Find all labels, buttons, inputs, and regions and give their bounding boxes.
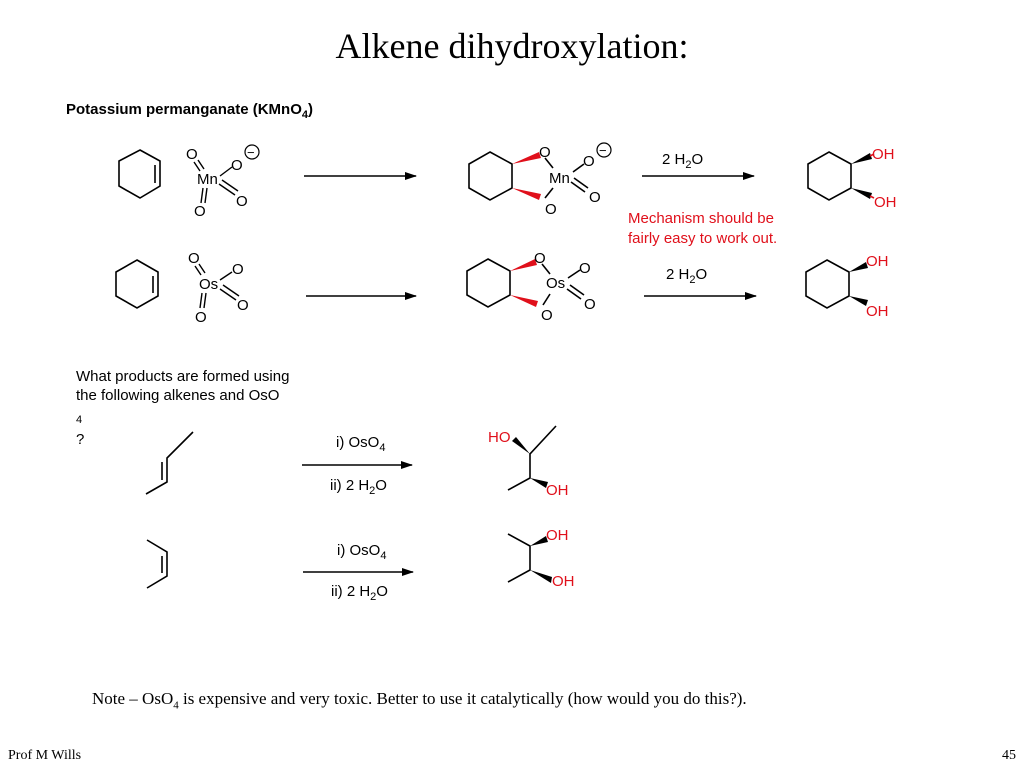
slide-title: Alkene dihydroxylation: — [335, 26, 689, 66]
water-reagent-2: 2 H2O — [666, 266, 707, 286]
question: What products are formed using the follo… — [76, 367, 406, 449]
footer-author: Prof M Wills — [8, 748, 82, 763]
heading-sub: 4 — [301, 109, 309, 121]
syn-oh-bottom: OH — [552, 573, 575, 590]
oso4-o-top: O — [188, 250, 200, 267]
oso4-o-right: O — [232, 261, 244, 278]
water2-sub: 2 — [689, 274, 695, 286]
note-sub: 4 — [173, 699, 179, 712]
cyclohexene-2 — [115, 259, 159, 309]
mno4-o-lower-right: O — [236, 193, 248, 210]
mno4-o-bottom: O — [194, 203, 206, 220]
anti-diol-product: HO OH — [488, 425, 569, 499]
anti-ho: HO — [488, 429, 511, 446]
ester1-o-bottom: O — [545, 201, 557, 218]
ester2-o-right: O — [579, 260, 591, 277]
diol2-oh-top: OH — [866, 253, 889, 270]
question-line2: the following alkenes and OsO 4? — [76, 386, 406, 449]
svg-text:2 H2O: 2 H2O — [666, 266, 707, 286]
mno4-mn: Mn — [197, 171, 218, 188]
cond4-step1-pre: i) OsO — [337, 542, 380, 559]
question-line1: What products are formed using — [76, 368, 290, 385]
question-line2-text: the following alkenes and OsO — [76, 387, 280, 404]
mno4-charge: − — [247, 145, 255, 160]
negative-charge-icon — [244, 144, 260, 160]
oso4-o-bottom: O — [195, 309, 207, 326]
cond4-step2-sub: 2 — [370, 591, 376, 603]
cond3-step2-sub: 2 — [369, 485, 375, 497]
mno4-o-right: O — [231, 157, 243, 174]
toxicity-note: Note – OsO4 is expensive and very toxic.… — [92, 688, 747, 716]
mechanism-note-line2: fairly easy to work out. — [628, 230, 778, 247]
ester1-o-right: O — [583, 153, 595, 170]
syn-oh-top: OH — [546, 527, 569, 544]
conditions-4: i) OsO4 ii) 2 H2O — [331, 542, 388, 603]
oso4-o-lower-right: O — [237, 297, 249, 314]
ester1-charge: − — [599, 143, 607, 158]
anti-oh: OH — [546, 482, 569, 499]
mechanism-note-line1: Mechanism should be — [628, 210, 774, 227]
ester1-o-top: O — [539, 144, 551, 161]
cyclohexene-1 — [118, 149, 161, 199]
diol1-oh-bottom: OH — [874, 194, 897, 211]
page-number: 45 — [1002, 748, 1016, 763]
svg-text:i) OsO4: i) OsO4 — [336, 434, 385, 454]
cond3-step2-post: O — [375, 477, 387, 494]
water2-pre: 2 H — [666, 266, 689, 283]
water1-pre: 2 H — [662, 151, 685, 168]
syn-diol-product: OH OH — [507, 527, 575, 590]
note-pre: Note – OsO — [92, 689, 174, 708]
heading-text: Potassium permanganate (KMnO — [66, 101, 302, 118]
svg-text:2 H2O: 2 H2O — [662, 151, 703, 171]
trans-2-butene — [145, 431, 194, 495]
osmate-ester: O Os O O O — [466, 250, 596, 324]
negative-charge-icon — [596, 142, 612, 158]
water1-post: O — [691, 151, 703, 168]
cis-diol-1: OH OH — [807, 146, 897, 211]
svg-text:ii) 2 H2O: ii) 2 H2O — [330, 477, 387, 497]
water1-sub: 2 — [685, 159, 691, 171]
svg-text:ii) 2 H2O: ii) 2 H2O — [331, 583, 388, 603]
cond3-step1-sub: 4 — [379, 442, 385, 454]
cond4-step1-sub: 4 — [380, 550, 386, 562]
svg-text:i) OsO4: i) OsO4 — [337, 542, 386, 562]
cond3-step2-pre: ii) 2 H — [330, 477, 369, 494]
section-heading: Potassium permanganate (KMnO4) — [66, 100, 313, 125]
question-line2-sub: 4 — [76, 414, 83, 426]
note-post: is expensive and very toxic. Better to u… — [178, 689, 747, 708]
cond3-step1-pre: i) OsO — [336, 434, 379, 451]
heading-end: ) — [308, 101, 314, 118]
oso4-os: Os — [199, 276, 218, 293]
water-reagent-1: 2 H2O — [662, 151, 703, 171]
ester2-o-bottom: O — [541, 307, 553, 324]
question-line2-end: ? — [76, 431, 85, 448]
diol1-oh-top: OH — [872, 146, 895, 163]
permanganate-ion: O O Mn O O − — [186, 144, 260, 220]
cis-diol-2: OH OH — [805, 253, 889, 320]
ester1-mn: Mn — [549, 170, 570, 187]
diol2-oh-bottom: OH — [866, 303, 889, 320]
ester2-o-top: O — [534, 250, 546, 267]
mechanism-note: Mechanism should be fairly easy to work … — [628, 209, 828, 249]
manganate-ester: O Mn O O O − — [468, 142, 612, 218]
cond4-step2-post: O — [376, 583, 388, 600]
cis-2-butene — [146, 539, 168, 589]
ester2-os: Os — [546, 275, 565, 292]
mno4-o-top: O — [186, 146, 198, 163]
osmium-tetroxide: O O Os O O — [188, 250, 249, 326]
ester1-o-lower-right: O — [589, 189, 601, 206]
cond4-step2-pre: ii) 2 H — [331, 583, 370, 600]
conditions-3: i) OsO4 ii) 2 H2O — [330, 434, 387, 497]
water2-post: O — [695, 266, 707, 283]
ester2-o-lower-right: O — [584, 296, 596, 313]
